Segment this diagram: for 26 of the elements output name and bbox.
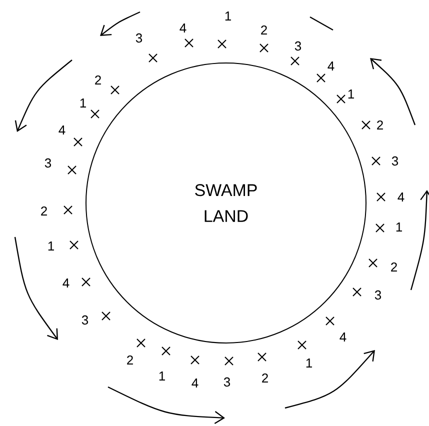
- position-number: 3: [224, 377, 230, 387]
- position-number: 2: [262, 373, 268, 383]
- position-number: 2: [391, 262, 397, 272]
- position-number: 1: [48, 242, 54, 250]
- position-number: 3: [44, 158, 52, 168]
- position-number: 4: [62, 278, 70, 288]
- position-number: 1: [159, 372, 165, 380]
- position-number: 1: [306, 358, 312, 368]
- position-number: 4: [398, 192, 404, 202]
- position-number: 1: [225, 12, 231, 20]
- position-number: 4: [180, 24, 186, 32]
- position-number: 2: [41, 206, 47, 216]
- position-number: 3: [294, 41, 302, 51]
- position-number: 1: [348, 90, 354, 98]
- position-number: 4: [58, 126, 66, 134]
- position-number: 3: [82, 315, 88, 325]
- position-number: 2: [261, 25, 267, 35]
- position-number: 3: [392, 156, 398, 166]
- position-number: 1: [396, 222, 402, 232]
- position-number: 4: [340, 332, 346, 342]
- position-number: 2: [127, 355, 133, 365]
- position-number: 2: [95, 75, 101, 85]
- position-number: 3: [136, 33, 142, 43]
- position-number: 4: [192, 378, 198, 388]
- position-number: 1: [80, 98, 86, 108]
- position-number: 4: [328, 62, 334, 70]
